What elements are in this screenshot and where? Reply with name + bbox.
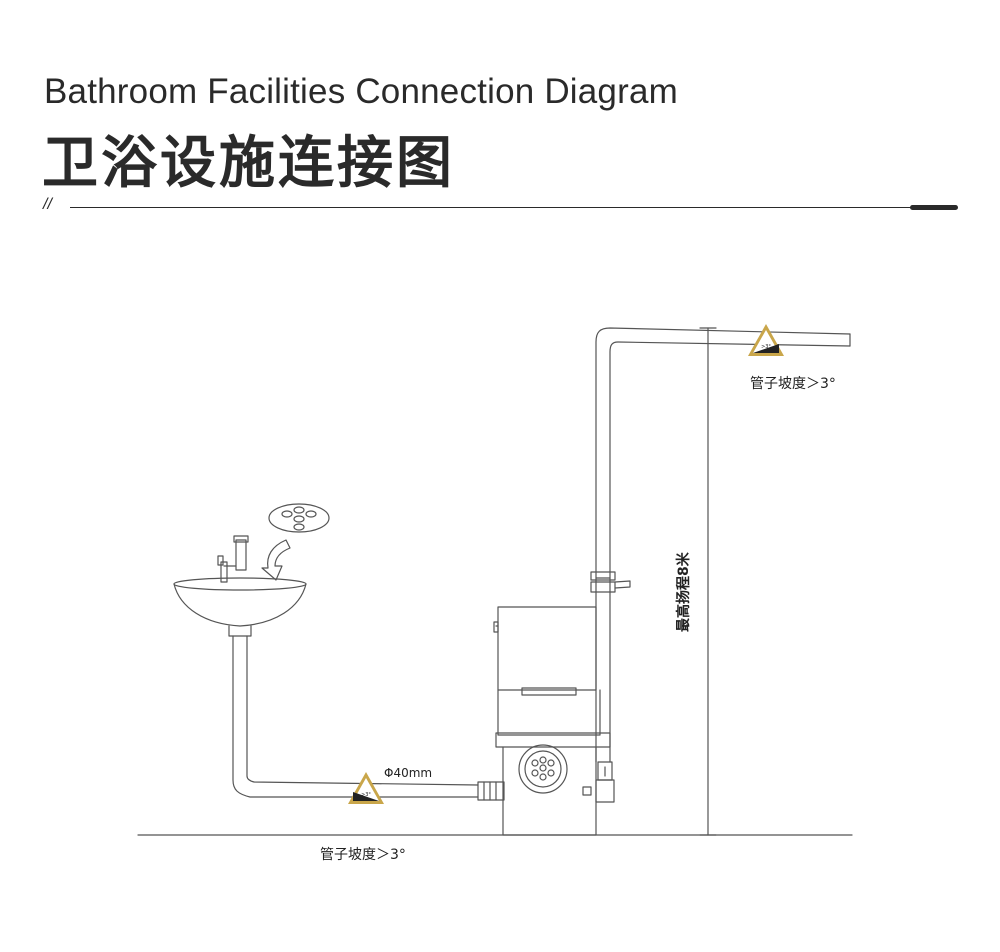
pipe-connector <box>477 781 505 801</box>
drain-cover <box>268 503 330 533</box>
divider-accent <box>910 205 958 210</box>
slope-badge-top-text: >3° <box>761 344 771 350</box>
slope-badge-top: >3° <box>748 324 784 356</box>
discharge-pipe <box>595 327 851 763</box>
faucet <box>217 535 249 583</box>
sink-basin <box>173 577 307 637</box>
slope-label-top: 管子坡度＞3° <box>750 376 836 392</box>
title-chinese: 卫浴设施连接图 <box>42 131 455 196</box>
lift-dimension-line <box>699 327 717 836</box>
divider-mark: // <box>43 196 52 213</box>
slope-badge-bottom: >3° <box>348 772 384 804</box>
slope-badge-bottom-text: >3° <box>361 792 371 798</box>
sink-drain-pipe <box>232 635 479 798</box>
install-arrow <box>261 539 291 581</box>
max-lift-label: 最高扬程8米 <box>675 551 692 632</box>
macerator-pump <box>495 732 615 836</box>
title-english: Bathroom Facilities Connection Diagram <box>44 72 678 111</box>
toilet <box>493 606 601 736</box>
pipe-diameter-label: Φ40mm <box>384 766 432 780</box>
slope-label-bottom: 管子坡度＞3° <box>320 847 406 863</box>
divider-line <box>70 207 956 208</box>
check-valve <box>590 571 631 593</box>
